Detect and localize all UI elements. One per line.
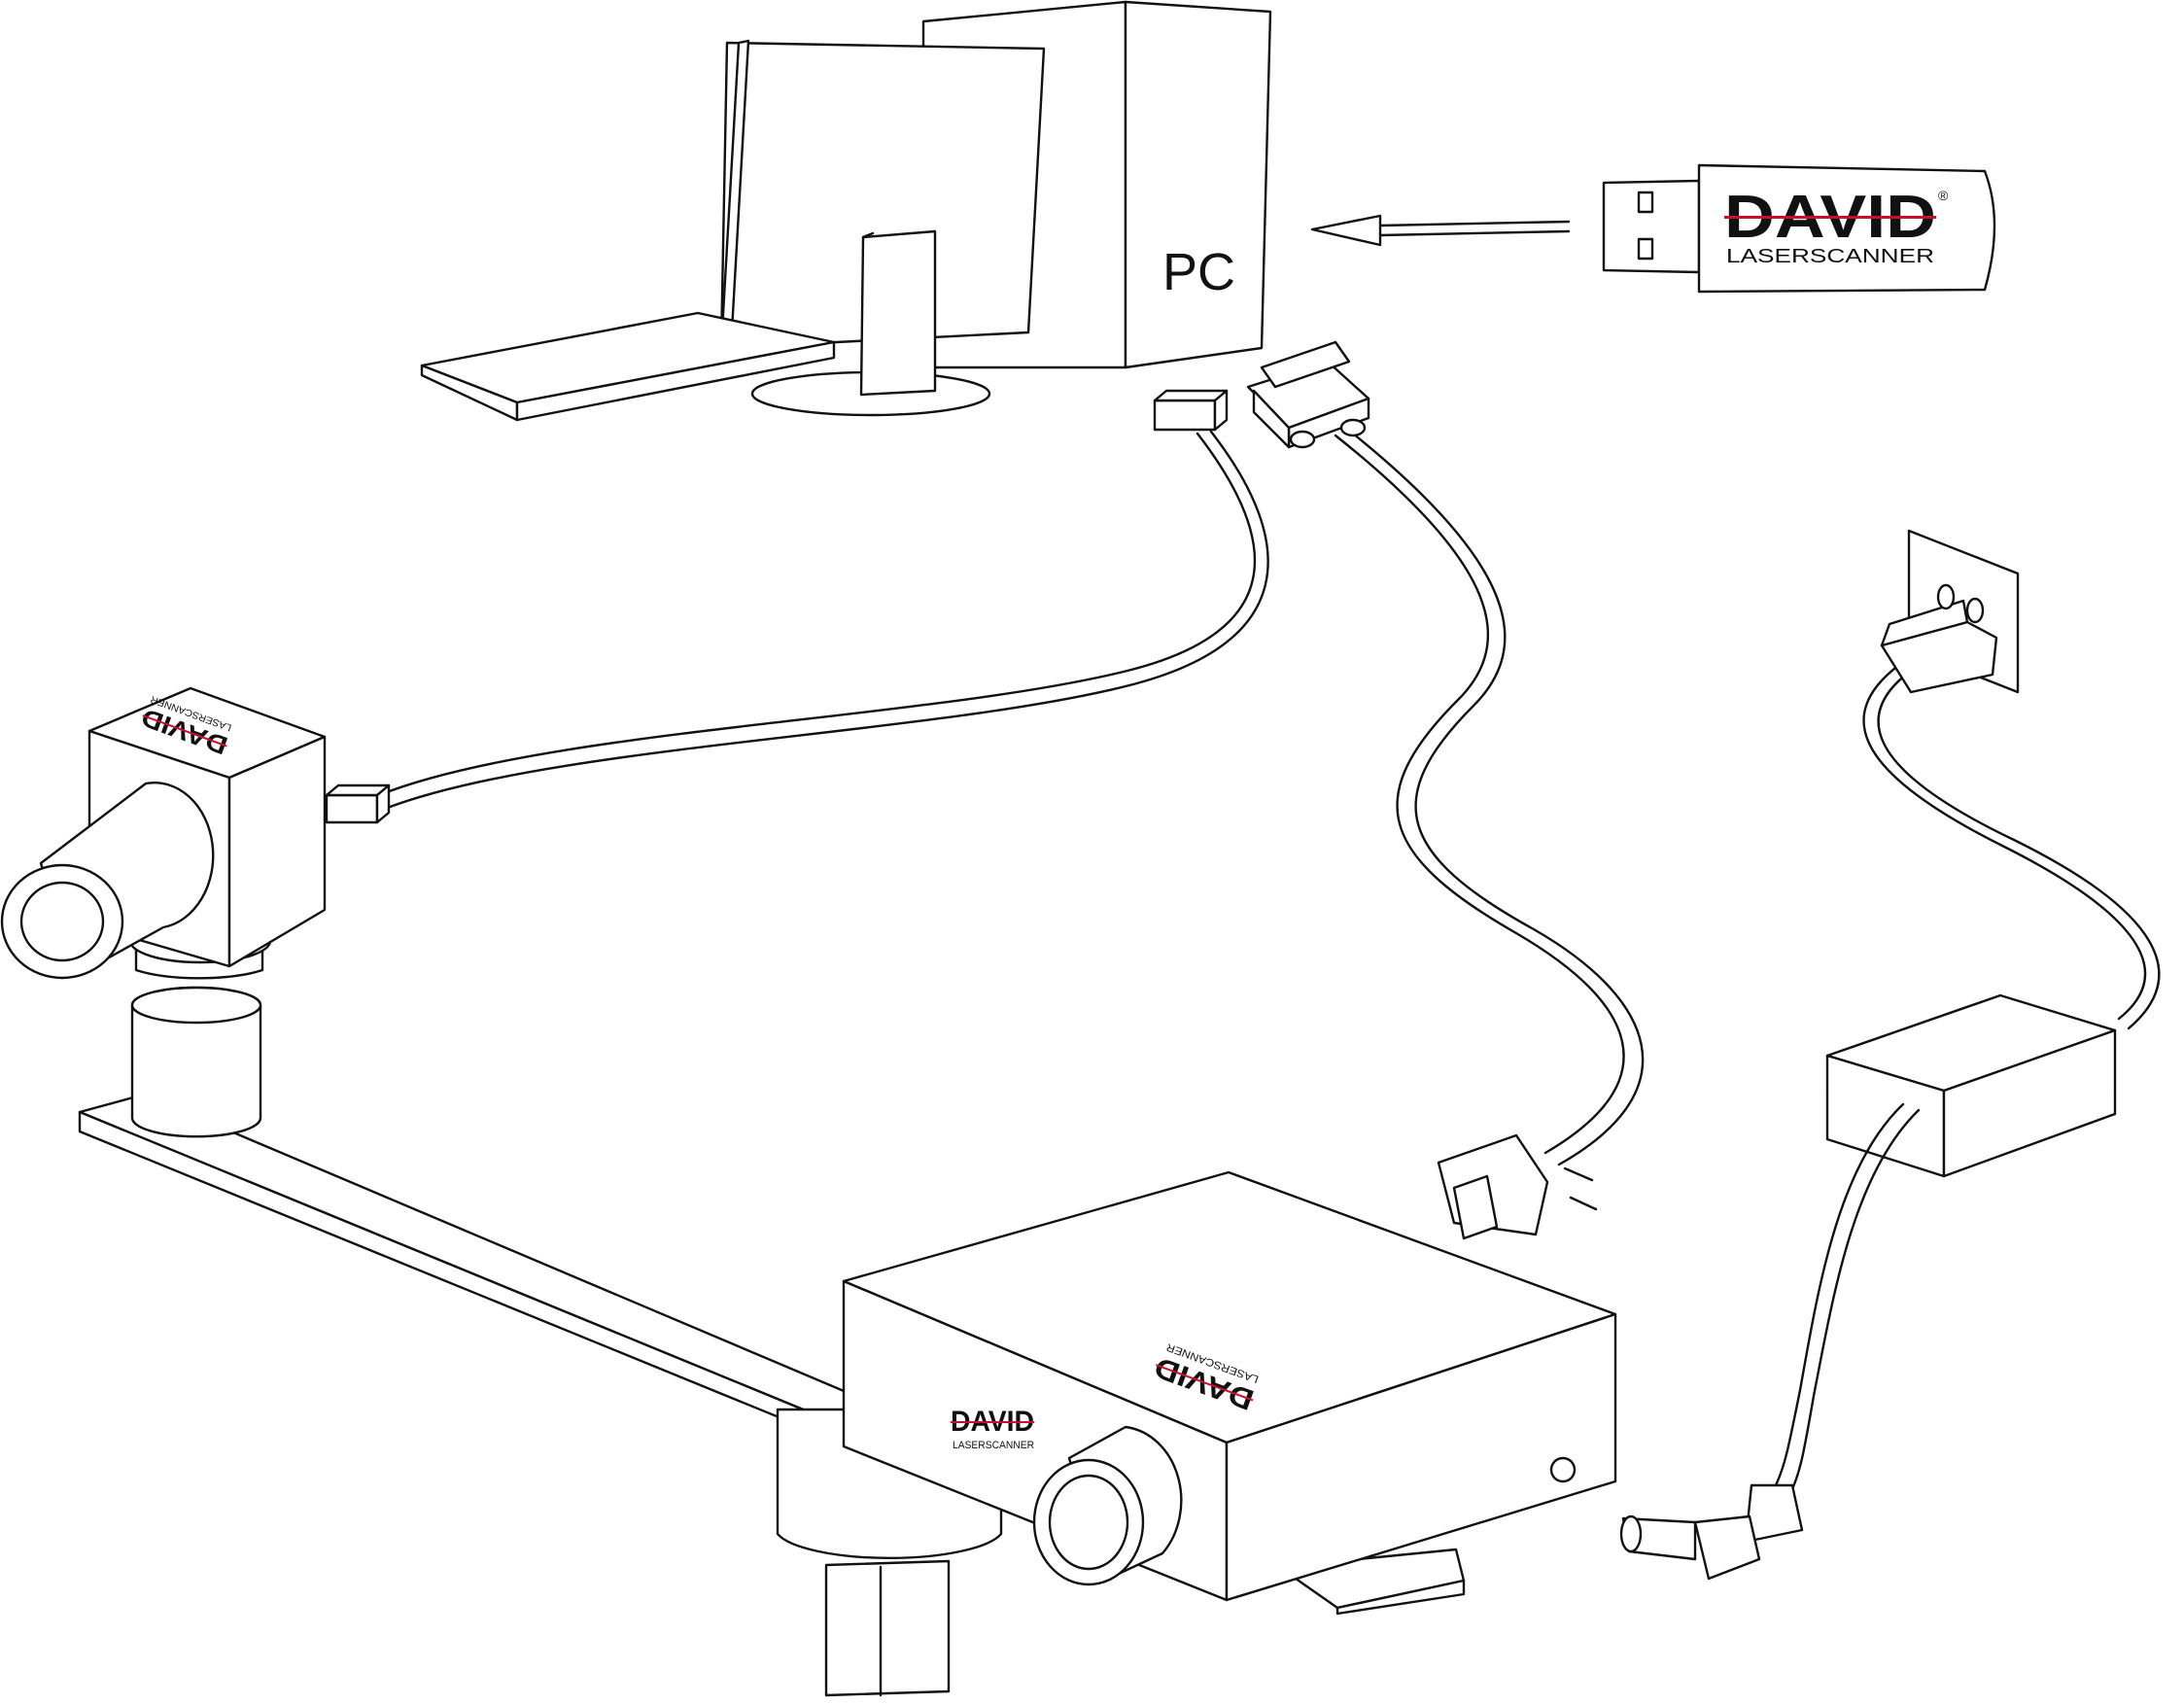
power-cable-mains [1862, 663, 2161, 1030]
laser-top-logo-stripe [1155, 1364, 1254, 1402]
keyboard [420, 311, 836, 422]
power-cable-dc [1619, 1102, 1921, 1581]
usb-license-dongle: DAVID ® LASERSCANNER [1602, 163, 1996, 294]
dc-plug [1619, 1483, 1804, 1581]
serial-cable [1246, 340, 1645, 1240]
dongle-logo-stripe [1724, 216, 1936, 219]
laser-front-logo-stripe [951, 1421, 1034, 1423]
laser-front-logo-subtext: LASERSCANNER [953, 1440, 1034, 1451]
laser-projector: DAVID LASERSCANNER DAVID LASERSCANNER [776, 1170, 1617, 1697]
serial-connector-laser [1437, 1133, 1598, 1240]
pc-label: PC [1162, 243, 1235, 301]
camera: DAVID LASERSCANNER [0, 686, 327, 1138]
wall-outlet [1880, 529, 2020, 694]
serial-connector-pc [1246, 340, 1370, 449]
camera-logo-stripe [142, 714, 227, 748]
insert-arrow [1310, 214, 1571, 247]
dongle-logo-subtext: LASERSCANNER [1726, 246, 1934, 267]
power-adapter [1825, 993, 2117, 1178]
camera-cable [325, 389, 1269, 824]
mounting-rail [78, 1093, 857, 1446]
laser-front-logo: DAVID LASERSCANNER [951, 1406, 1034, 1451]
dongle-logo: DAVID ® LASERSCANNER [1724, 184, 1949, 267]
dongle-registered-mark: ® [1938, 188, 1949, 203]
